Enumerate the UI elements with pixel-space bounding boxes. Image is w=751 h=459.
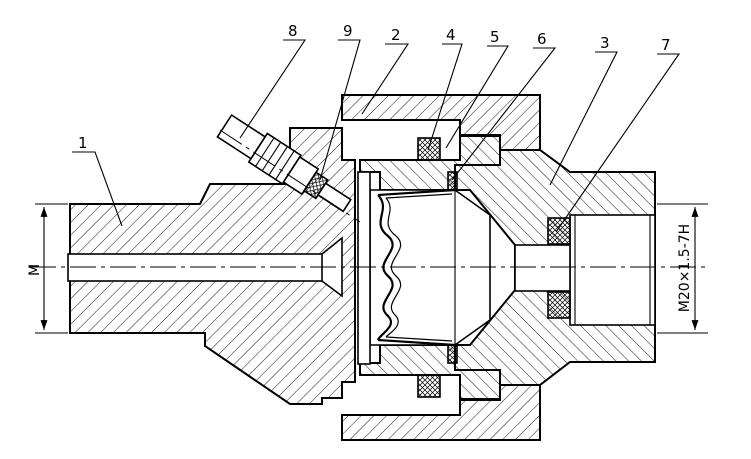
dim-right-text: M20×1.5-7H: [677, 224, 693, 312]
part-3-channel: [514, 244, 571, 292]
part-4-seal-top: [417, 137, 441, 161]
part-2-union-nut-top: [341, 94, 541, 151]
part-5-sleeve-top: [359, 135, 501, 191]
part-7-ring-top: [547, 217, 571, 245]
svg-text:1: 1: [78, 134, 88, 152]
membrane-inner: [385, 193, 453, 342]
membrane-outer: [376, 188, 456, 347]
svg-text:9: 9: [343, 22, 353, 40]
svg-text:6: 6: [537, 30, 547, 48]
callout-7: 7: [555, 36, 681, 233]
membrane-holder: [357, 171, 371, 365]
svg-text:7: 7: [661, 36, 671, 54]
svg-text:2: 2: [391, 26, 401, 44]
part-5-sleeve-bottom: [359, 344, 501, 400]
svg-text:5: 5: [490, 28, 500, 46]
callout-3: 3: [549, 34, 618, 186]
svg-text:4: 4: [446, 26, 456, 44]
callout-4: 4: [427, 26, 463, 151]
callout-8: 8: [239, 22, 307, 139]
callout-9: 9: [319, 22, 361, 181]
part-4-seal-bottom: [417, 374, 441, 398]
callout-6: 6: [451, 30, 557, 181]
callout-5: 5: [445, 28, 509, 149]
part-2-union-nut-bottom: [341, 384, 541, 441]
svg-text:3: 3: [600, 34, 610, 52]
part-7-ring-bottom: [547, 291, 571, 319]
thread-cavity: [569, 214, 656, 326]
dim-left-text: M: [27, 264, 43, 276]
sensor-axis: [219, 129, 361, 223]
callout-2: 2: [361, 26, 410, 115]
svg-text:8: 8: [288, 22, 298, 40]
part-6-gasket-bottom: [447, 342, 458, 364]
callout-1: 1: [72, 134, 123, 227]
